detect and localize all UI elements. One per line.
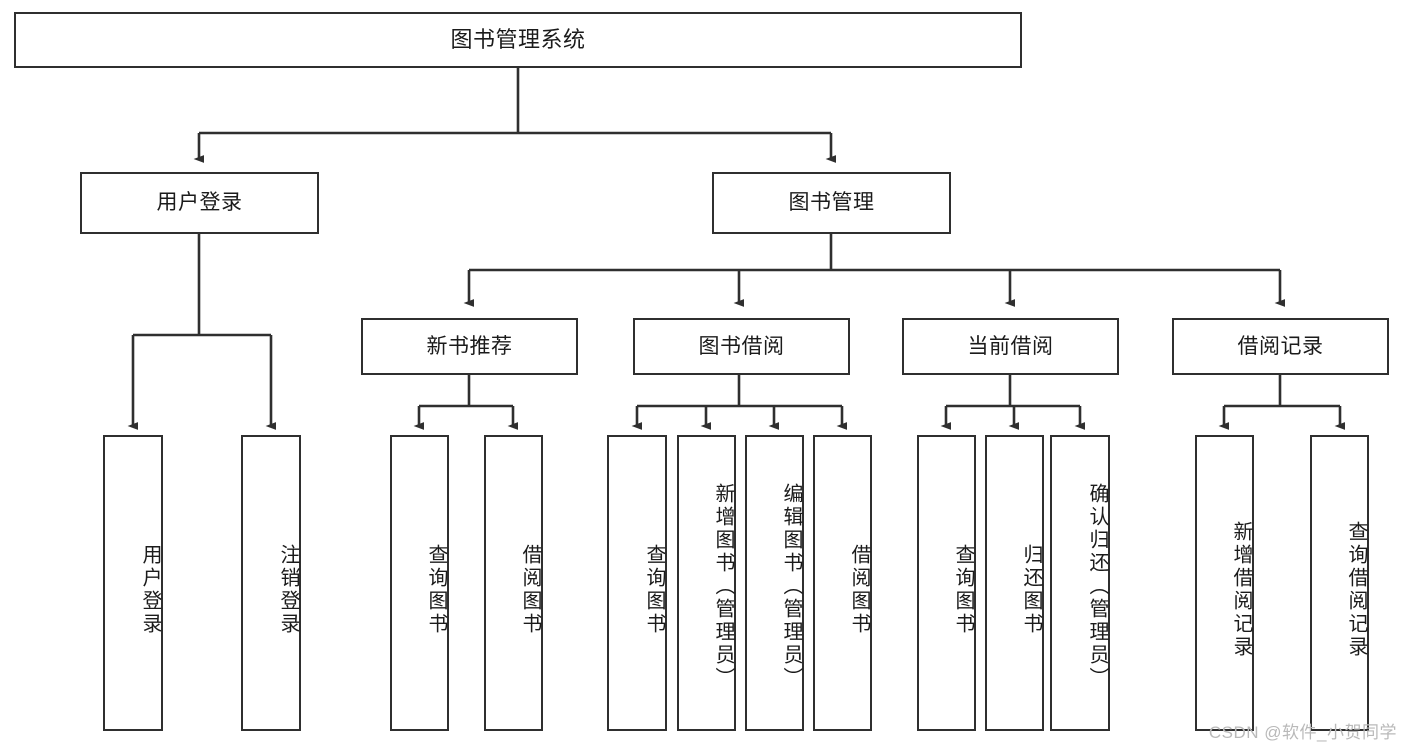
leaf-query-book-current[interactable]: 查询图书 (917, 435, 976, 731)
node-label: 查询图书 (952, 544, 974, 636)
node-label: 新书推荐 (426, 334, 513, 358)
node-book-management[interactable]: 图书管理 (712, 172, 951, 234)
node-label: 用户登录 (156, 191, 243, 215)
leaf-return-book[interactable]: 归还图书 (985, 435, 1044, 731)
node-book-borrow[interactable]: 图书借阅 (633, 318, 850, 375)
node-label: 图书借阅 (698, 334, 785, 358)
node-label: 图书管理 (788, 191, 875, 215)
node-borrow-records[interactable]: 借阅记录 (1172, 318, 1389, 375)
leaf-add-borrow-record[interactable]: 新增借阅记录 (1195, 435, 1254, 731)
leaf-edit-book-admin[interactable]: 编辑图书（管理员） (745, 435, 804, 731)
node-label: 注销登录 (277, 544, 299, 636)
leaf-query-book-recommend[interactable]: 查询图书 (390, 435, 449, 731)
node-label: 借阅图书 (848, 544, 870, 636)
node-label: 查询图书 (425, 544, 447, 636)
leaf-add-book-admin[interactable]: 新增图书（管理员） (677, 435, 736, 731)
node-current-borrow[interactable]: 当前借阅 (902, 318, 1119, 375)
csdn-watermark: CSDN @软件_小贺同学 (1208, 723, 1397, 742)
leaf-query-borrow-record[interactable]: 查询借阅记录 (1310, 435, 1369, 731)
node-user-login[interactable]: 用户登录 (80, 172, 319, 234)
node-label: 查询借阅记录 (1345, 521, 1367, 659)
node-label: 归还图书 (1020, 544, 1042, 636)
node-label: 确认归还（管理员） (1086, 482, 1108, 690)
node-label: 新增图书（管理员） (712, 482, 734, 690)
node-label: 借阅图书 (519, 544, 541, 636)
node-label: 用户登录 (139, 544, 161, 636)
leaf-logout[interactable]: 注销登录 (241, 435, 301, 731)
node-label: 查询图书 (643, 544, 665, 636)
node-label: 图书管理系统 (450, 26, 586, 52)
leaf-user-login[interactable]: 用户登录 (103, 435, 163, 731)
node-new-book-recommend[interactable]: 新书推荐 (361, 318, 578, 375)
node-label: 当前借阅 (967, 334, 1054, 358)
leaf-borrow-book-recommend[interactable]: 借阅图书 (484, 435, 543, 731)
leaf-query-book-borrow[interactable]: 查询图书 (607, 435, 667, 731)
node-label: 新增借阅记录 (1230, 521, 1252, 659)
node-label: 借阅记录 (1237, 334, 1324, 358)
node-label: 编辑图书（管理员） (780, 482, 802, 690)
node-root-system[interactable]: 图书管理系统 (14, 12, 1022, 68)
leaf-borrow-book[interactable]: 借阅图书 (813, 435, 872, 731)
leaf-confirm-return-admin[interactable]: 确认归还（管理员） (1050, 435, 1110, 731)
